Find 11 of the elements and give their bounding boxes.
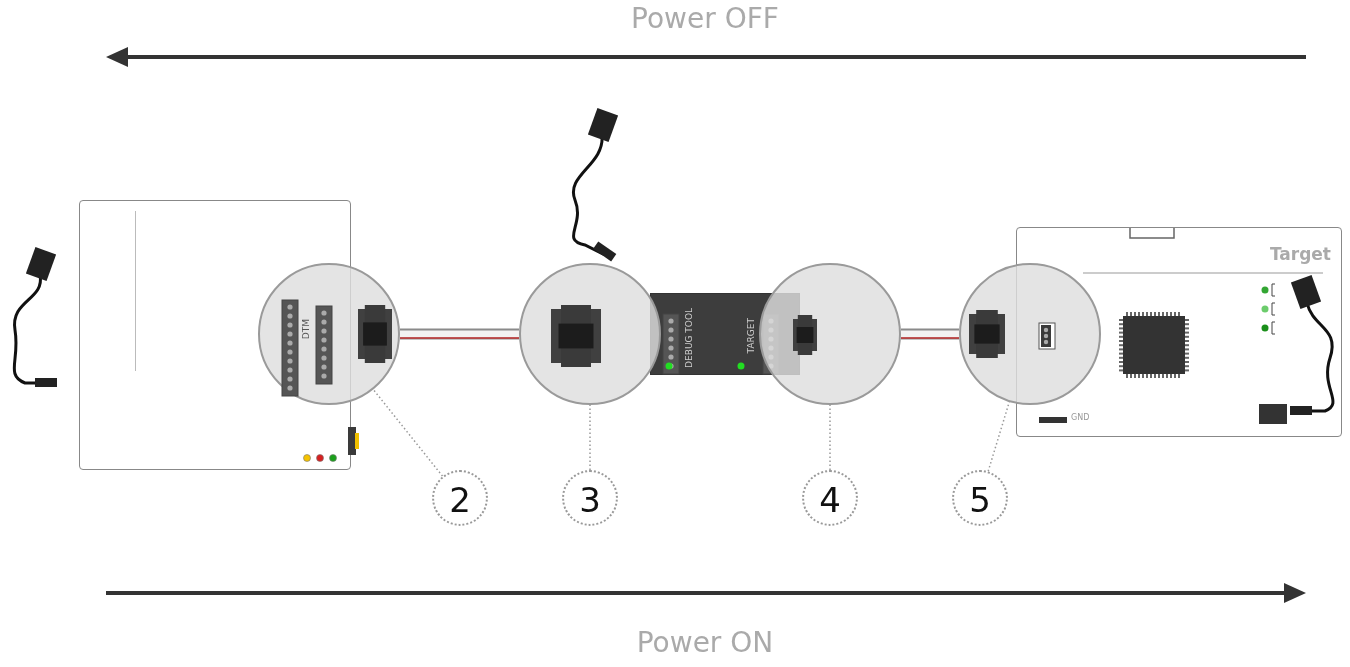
port-label: DTM <box>301 319 311 340</box>
port-label: TARGET <box>746 318 756 354</box>
power-label: Power OFF <box>630 2 780 35</box>
callout-number: 4 <box>818 480 842 520</box>
ground-label: GND <box>1071 413 1090 422</box>
callout-number: 5 <box>968 480 992 520</box>
callout-number: 3 <box>578 480 602 520</box>
callout-number: 2 <box>448 480 472 520</box>
port-label: DEBUG TOOL <box>684 308 694 368</box>
power-label: Power ON <box>635 626 775 659</box>
board-title: Target <box>1269 244 1331 264</box>
